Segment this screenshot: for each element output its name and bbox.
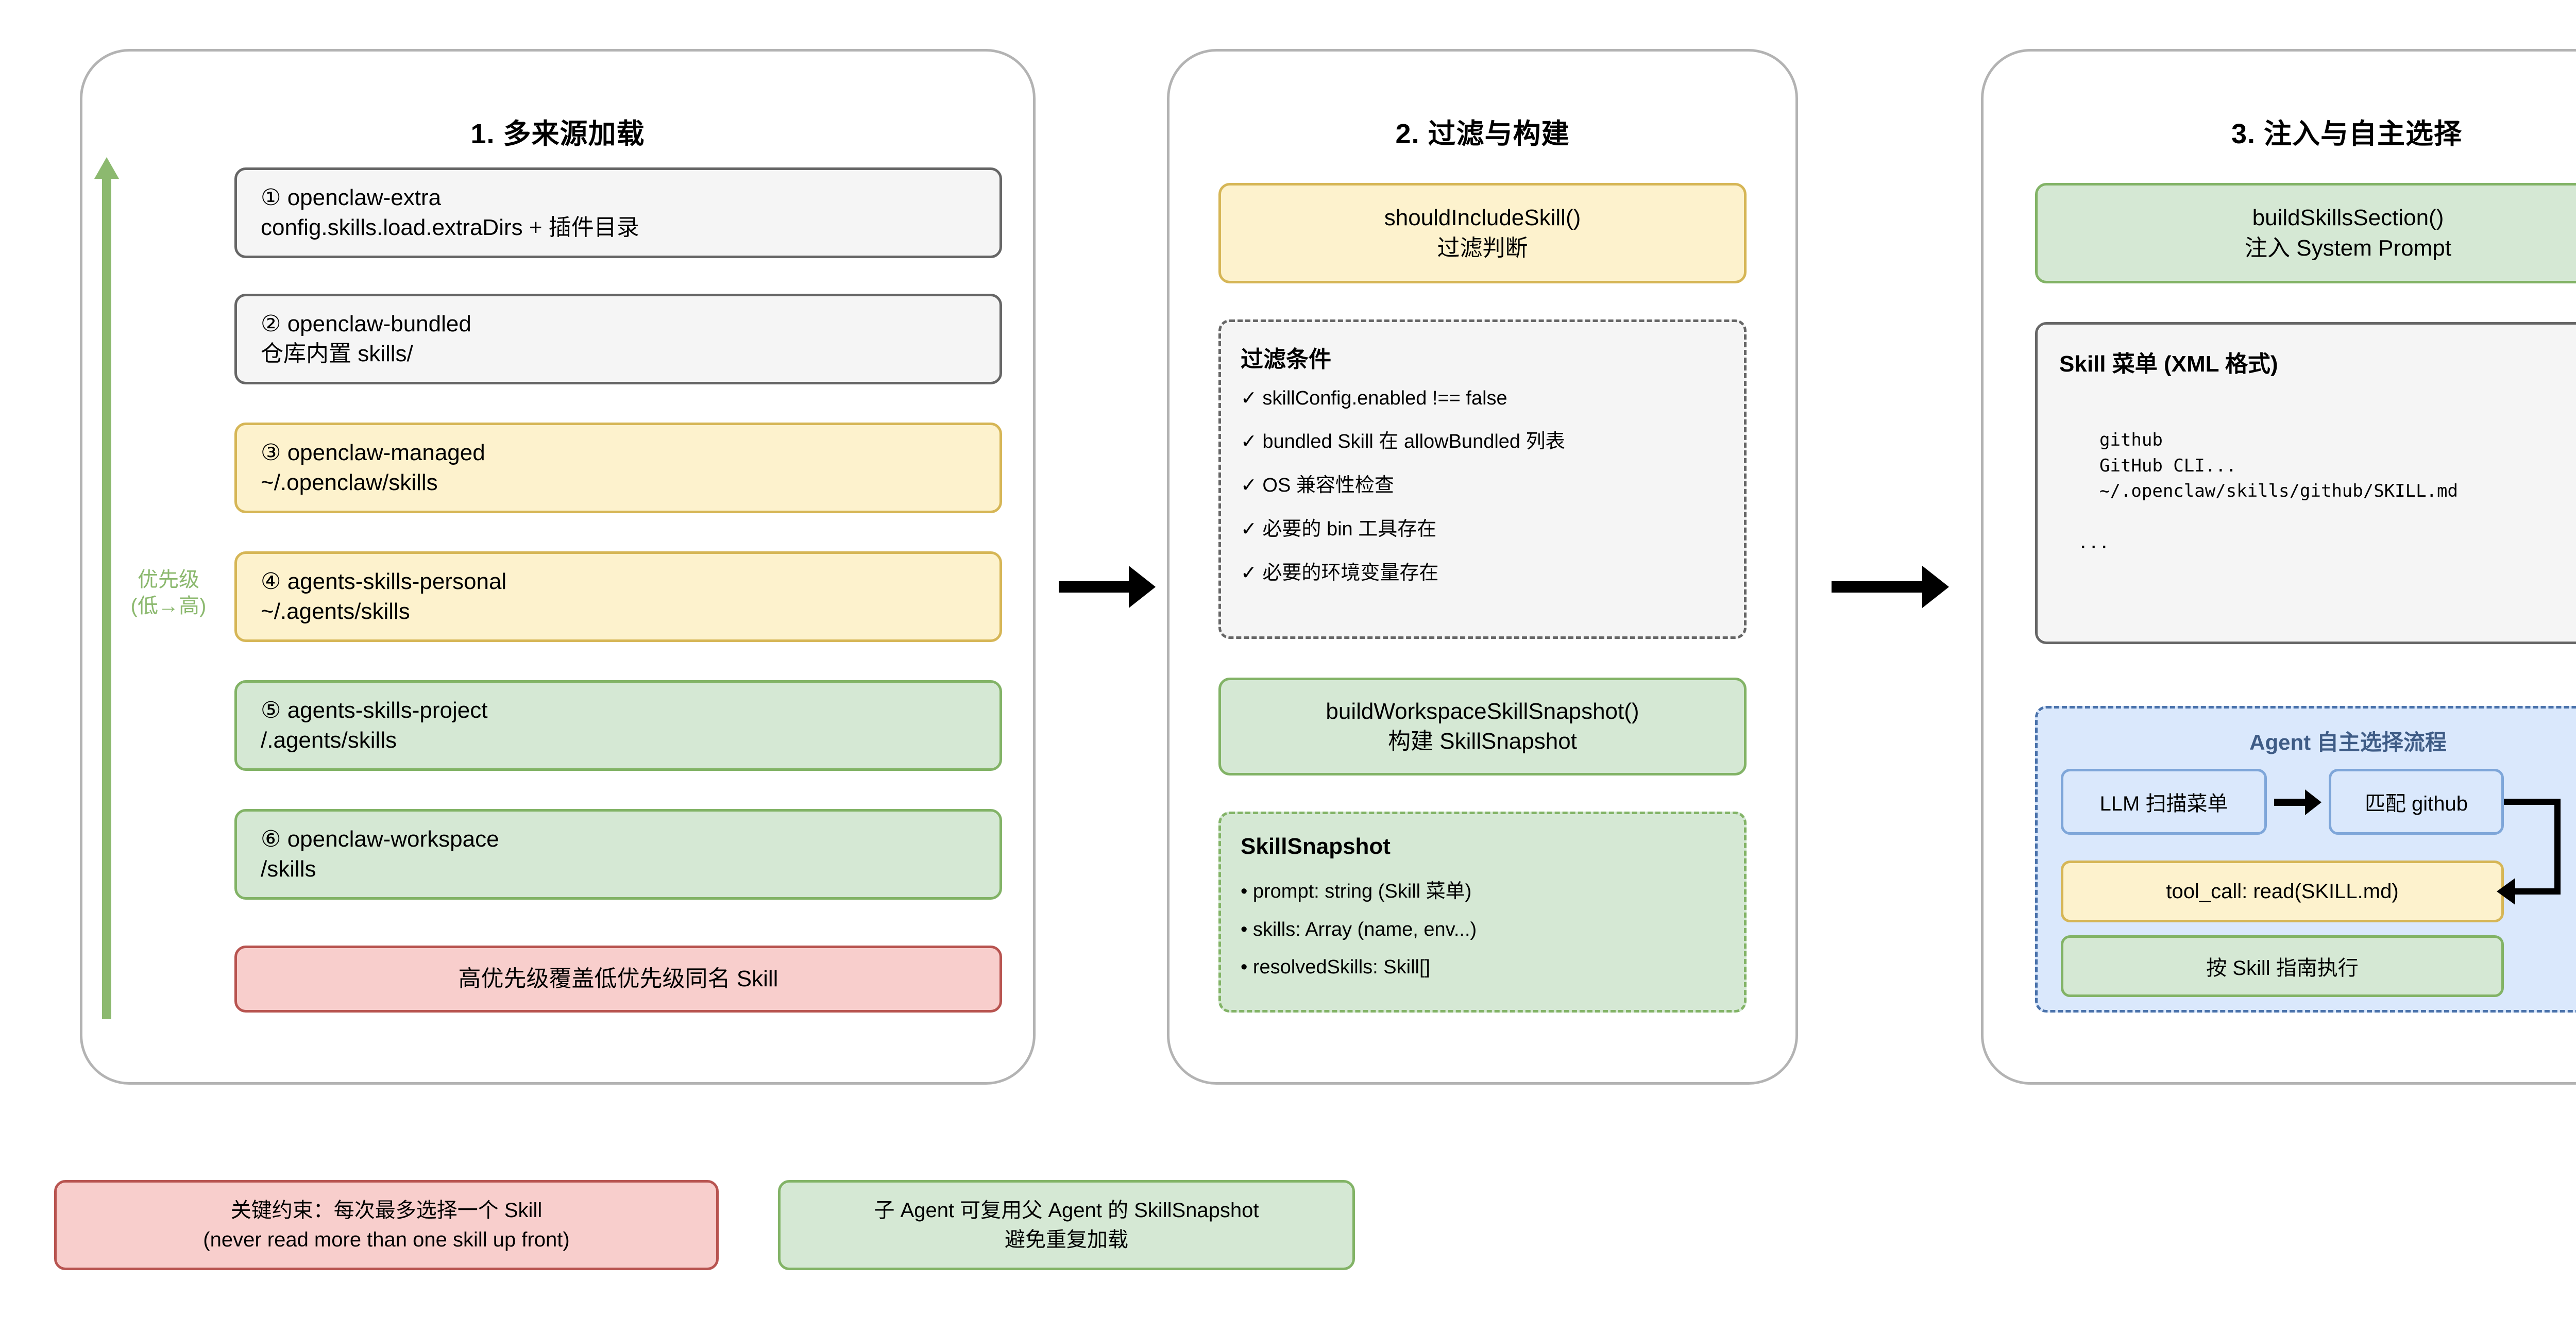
- legend-key-constraint-line2: (never read more than one skill up front…: [203, 1228, 570, 1251]
- filter-condition-5: ✓ 必要的环境变量存在: [1241, 562, 1439, 584]
- source-card-3-path: ~/.openclaw/skills: [261, 470, 438, 495]
- source-card-1-path: config.skills.load.extraDirs + 插件目录: [261, 215, 639, 240]
- agent-step-execute-label: 按 Skill 指南执行: [2206, 957, 2359, 980]
- phase-3-title: 3. 注入与自主选择: [2231, 119, 2463, 149]
- source-card-4[interactable]: ④ agents-skills-personal ~/.agents/skill…: [234, 551, 1002, 642]
- legend-key-constraint: 关键约束：每次最多选择一个 Skill (never read more tha…: [54, 1180, 719, 1270]
- skill-menu-card: Skill 菜单 (XML 格式) github GitHub CLI... ~…: [2035, 322, 2576, 644]
- agent-step-match-github[interactable]: 匹配 github: [2329, 769, 2504, 835]
- priority-arrow: [102, 170, 111, 1019]
- source-card-5-path: /.agents/skills: [261, 728, 397, 753]
- skillsnapshot-card: SkillSnapshot • prompt: string (Skill 菜单…: [1218, 812, 1747, 1013]
- source-card-4-name: ④ agents-skills-personal: [261, 568, 507, 594]
- skillsnapshot-field-resolved: • resolvedSkills: Skill[]: [1241, 956, 1431, 978]
- should-include-skill-desc: 过滤判断: [1437, 235, 1528, 261]
- skillsnapshot-field-skills: • skills: Array (name, env...): [1241, 919, 1477, 940]
- agent-step-llm-scan[interactable]: LLM 扫描菜单: [2061, 769, 2267, 835]
- source-card-5[interactable]: ⑤ agents-skills-project /.agents/skills: [234, 680, 1002, 771]
- priority-label-line2: (低→高): [130, 595, 207, 618]
- agent-feedback-bottom-segment: [2514, 888, 2561, 895]
- override-note-card: 高优先级覆盖低优先级同名 Skill: [234, 946, 1002, 1013]
- legend-key-constraint-line1: 关键约束：每次最多选择一个 Skill: [230, 1199, 543, 1222]
- agent-step-arrow-icon: [2274, 789, 2321, 815]
- should-include-skill-fn: shouldIncludeSkill(): [1384, 205, 1581, 231]
- build-snapshot-card[interactable]: buildWorkspaceSkillSnapshot() 构建 SkillSn…: [1218, 678, 1747, 775]
- source-card-2-path: 仓库内置 skills/: [261, 341, 413, 366]
- agent-feedback-top-segment: [2504, 799, 2561, 805]
- source-card-1-name: ① openclaw-extra: [261, 184, 442, 210]
- build-skills-section-desc: 注入 System Prompt: [2245, 235, 2451, 261]
- source-card-4-path: ~/.agents/skills: [261, 599, 410, 624]
- agent-step-match-github-label: 匹配 github: [2364, 793, 2468, 815]
- agent-step-llm-scan-label: LLM 扫描菜单: [2099, 793, 2228, 815]
- filter-condition-2: ✓ bundled Skill 在 allowBundled 列表: [1241, 431, 1565, 452]
- source-card-6-path: /skills: [261, 856, 316, 882]
- should-include-skill-card[interactable]: shouldIncludeSkill() 过滤判断: [1218, 183, 1747, 283]
- source-card-3[interactable]: ③ openclaw-managed ~/.openclaw/skills: [234, 423, 1002, 513]
- source-card-1[interactable]: ① openclaw-extra config.skills.load.extr…: [234, 167, 1002, 258]
- source-card-2-name: ② openclaw-bundled: [261, 311, 471, 336]
- build-snapshot-desc: 构建 SkillSnapshot: [1388, 729, 1577, 754]
- legend-subagent-reuse-line1: 子 Agent 可复用父 Agent 的 SkillSnapshot: [874, 1199, 1259, 1222]
- filter-conditions-card: 过滤条件 ✓ skillConfig.enabled !== false ✓ b…: [1218, 319, 1747, 639]
- override-note-text: 高优先级覆盖低优先级同名 Skill: [458, 966, 778, 991]
- flow-arrow-phase2-to-phase3: [1832, 566, 1949, 608]
- agent-step-tool-call-label: tool_call: read(SKILL.md): [2166, 880, 2399, 903]
- priority-label: 优先级 (低→高): [114, 567, 223, 619]
- skill-menu-code: github GitHub CLI... ~/.openclaw/skills/…: [2099, 430, 2458, 502]
- build-skills-section-card[interactable]: buildSkillsSection() 注入 System Prompt: [2035, 183, 2576, 283]
- skillsnapshot-field-prompt: • prompt: string (Skill 菜单): [1241, 881, 1472, 902]
- build-skills-section-fn: buildSkillsSection(): [2252, 205, 2444, 231]
- priority-label-line1: 优先级: [138, 568, 199, 591]
- agent-step-tool-call[interactable]: tool_call: read(SKILL.md): [2061, 861, 2504, 922]
- source-card-3-name: ③ openclaw-managed: [261, 440, 485, 465]
- legend-subagent-reuse: 子 Agent 可复用父 Agent 的 SkillSnapshot 避免重复加…: [778, 1180, 1355, 1270]
- phase-1-title: 1. 多来源加载: [470, 119, 645, 149]
- agent-step-execute[interactable]: 按 Skill 指南执行: [2061, 935, 2504, 997]
- source-card-6[interactable]: ⑥ openclaw-workspace /skills: [234, 809, 1002, 900]
- agent-flow-title: Agent 自主选择流程: [2249, 730, 2447, 754]
- phase-2-title: 2. 过滤与构建: [1395, 119, 1570, 149]
- flow-arrow-phase1-to-phase2: [1059, 566, 1156, 608]
- filter-condition-4: ✓ 必要的 bin 工具存在: [1241, 518, 1437, 540]
- source-card-2[interactable]: ② openclaw-bundled 仓库内置 skills/: [234, 294, 1002, 384]
- filter-condition-3: ✓ OS 兼容性检查: [1241, 475, 1394, 496]
- agent-feedback-arrowhead-icon: [2497, 878, 2515, 905]
- filter-conditions-title: 过滤条件: [1241, 347, 1331, 372]
- skillsnapshot-title: SkillSnapshot: [1241, 834, 1391, 859]
- skill-menu-code-ellipsis: ...: [2078, 532, 2110, 553]
- agent-feedback-vertical-segment: [2554, 799, 2561, 891]
- source-card-6-name: ⑥ openclaw-workspace: [261, 826, 499, 852]
- source-card-5-name: ⑤ agents-skills-project: [261, 697, 488, 723]
- build-snapshot-fn: buildWorkspaceSkillSnapshot(): [1326, 698, 1639, 724]
- filter-condition-1: ✓ skillConfig.enabled !== false: [1241, 387, 1507, 409]
- skill-menu-title: Skill 菜单 (XML 格式): [2059, 351, 2278, 377]
- legend-subagent-reuse-line2: 避免重复加载: [1005, 1228, 1128, 1251]
